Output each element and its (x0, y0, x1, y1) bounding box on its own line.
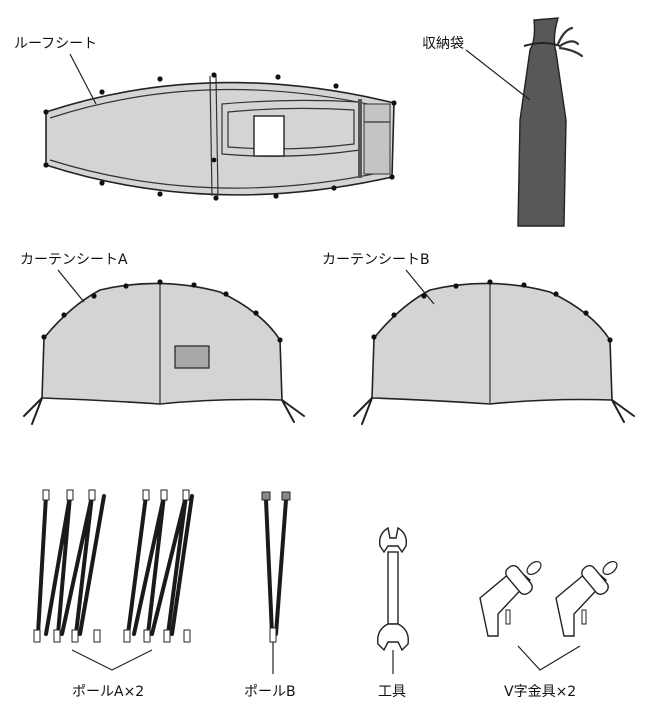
pole-a-label: ポールA×2 (72, 684, 144, 700)
roof-sheet-label: ルーフシート (14, 36, 97, 52)
pole-b-label: ポールB (244, 684, 296, 700)
curtain-sheet-b-icon (353, 269, 635, 425)
curtain-sheet-a-label: カーテンシートA (20, 252, 128, 268)
folding-pole-b-icon (261, 491, 291, 674)
roof-sheet-icon (43, 53, 397, 201)
storage-bag-icon (465, 17, 584, 227)
curtain-sheet-a-icon (23, 269, 305, 425)
v-bracket-icon (479, 560, 618, 671)
tool-label: 工具 (378, 684, 406, 700)
v-bracket-label: V字金具×2 (504, 684, 576, 700)
folding-pole-a-icon (33, 489, 194, 671)
curtain-sheet-b-label: カーテンシートB (322, 252, 430, 268)
wrench-icon (377, 526, 409, 674)
storage-bag-label: 収納袋 (422, 36, 464, 52)
